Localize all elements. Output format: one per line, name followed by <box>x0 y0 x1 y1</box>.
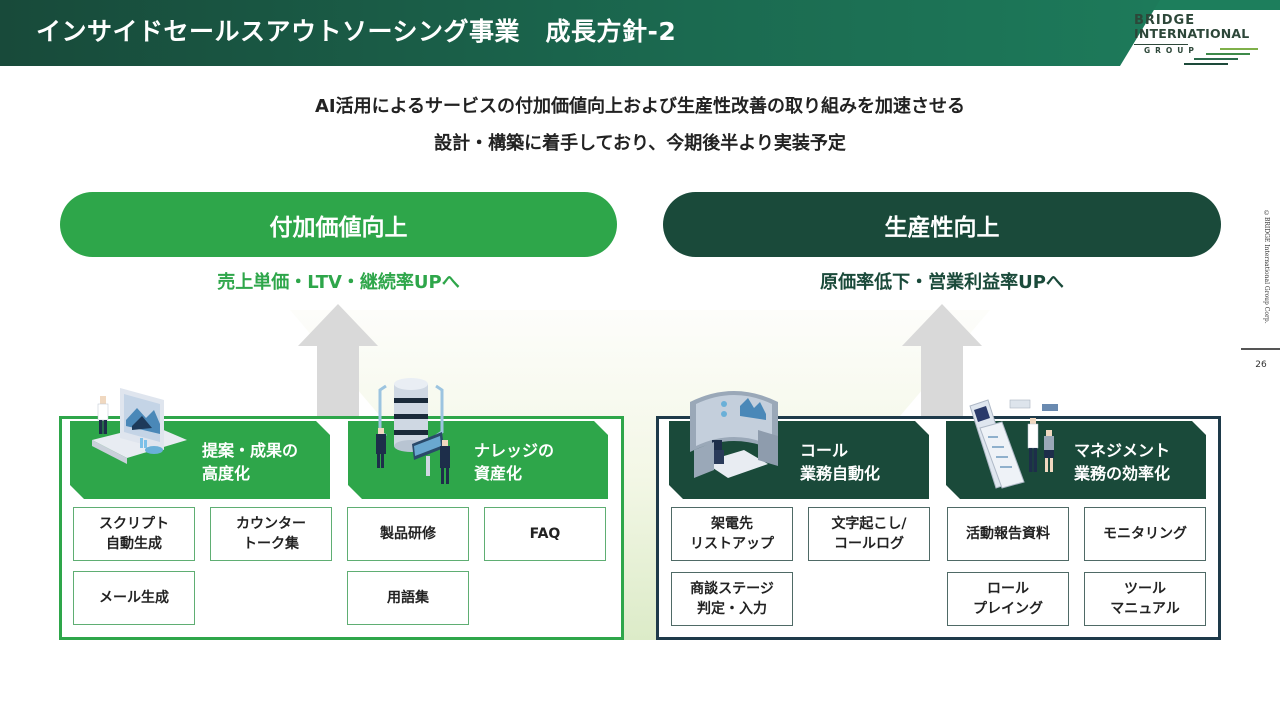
item-faq: FAQ <box>484 507 606 561</box>
productivity-group: コール 業務自動化 マネジメント 業務の効率化 架電先 リストアップ 文字起こし… <box>656 416 1221 640</box>
side-divider <box>1241 348 1280 350</box>
presentation-dashboard-icon <box>92 388 187 464</box>
productivity-pill-label: 生産性向上 <box>884 214 1000 241</box>
company-logo: BRIDGE INTERNATIONAL GROUP <box>1134 14 1264 66</box>
item-mail-generation: メール生成 <box>73 571 195 625</box>
section-title-proposal: 提案・成果の 高度化 <box>202 441 299 483</box>
productivity-pill: 生産性向上 <box>663 192 1221 257</box>
section-banner-proposal: 提案・成果の 高度化 <box>70 421 330 499</box>
header-accent-bar <box>1100 0 1280 10</box>
page-title: インサイドセールスアウトソーシング事業 成長方針-2 <box>36 17 677 46</box>
item-product-training: 製品研修 <box>347 507 469 561</box>
section-title-management: マネジメント 業務の効率化 <box>1074 441 1171 483</box>
value-add-pill: 付加価値向上 <box>60 192 617 257</box>
logo-text-international: INTERNATIONAL <box>1134 26 1250 41</box>
section-title-call: コール 業務自動化 <box>800 441 881 483</box>
arrow-up-icon <box>902 304 982 416</box>
copyright-text: ©BRIDGE International Group Corp. <box>1263 210 1270 324</box>
item-transcription: 文字起こし/ コールログ <box>808 507 930 561</box>
item-call-list: 架電先 リストアップ <box>671 507 793 561</box>
database-server-icon <box>376 378 450 484</box>
item-activity-report: 活動報告資料 <box>947 507 1069 561</box>
call-center-operator-icon <box>690 391 778 478</box>
item-tool-manual: ツール マニュアル <box>1084 572 1206 626</box>
logo-text-group: GROUP <box>1134 43 1194 55</box>
item-deal-stage: 商談ステージ 判定・入力 <box>671 572 793 626</box>
productivity-goal: 原価率低下・営業利益率UPへ <box>820 272 1064 293</box>
item-roleplay: ロール プレイング <box>947 572 1069 626</box>
mobile-management-icon <box>969 399 1058 489</box>
value-add-pill-label: 付加価値向上 <box>269 214 408 241</box>
item-monitoring: モニタリング <box>1084 507 1206 561</box>
arrow-up-icon <box>298 304 378 416</box>
item-glossary: 用語集 <box>347 571 469 625</box>
title-bar <box>0 0 1160 66</box>
subtitle-line-2: 設計・構築に着手しており、今期後半より実装予定 <box>434 133 846 154</box>
subtitle-line-1: AI活用によるサービスの付加価値向上および生産性改善の取り組みを加速させる <box>314 96 966 117</box>
item-script-generation: スクリプト 自動生成 <box>73 507 195 561</box>
value-add-group: 提案・成果の 高度化 ナレッジの 資産化 スクリプト 自動生成 カウンター トー… <box>59 416 624 640</box>
page-number: 26 <box>1255 360 1267 370</box>
section-title-knowledge: ナレッジの 資産化 <box>474 441 555 483</box>
value-add-goal: 売上単価・LTV・継続率UPへ <box>217 272 460 293</box>
logo-text-bridge: BRIDGE <box>1134 13 1196 28</box>
item-counter-talk: カウンター トーク集 <box>210 507 332 561</box>
section-banner-knowledge: ナレッジの 資産化 <box>348 421 608 499</box>
